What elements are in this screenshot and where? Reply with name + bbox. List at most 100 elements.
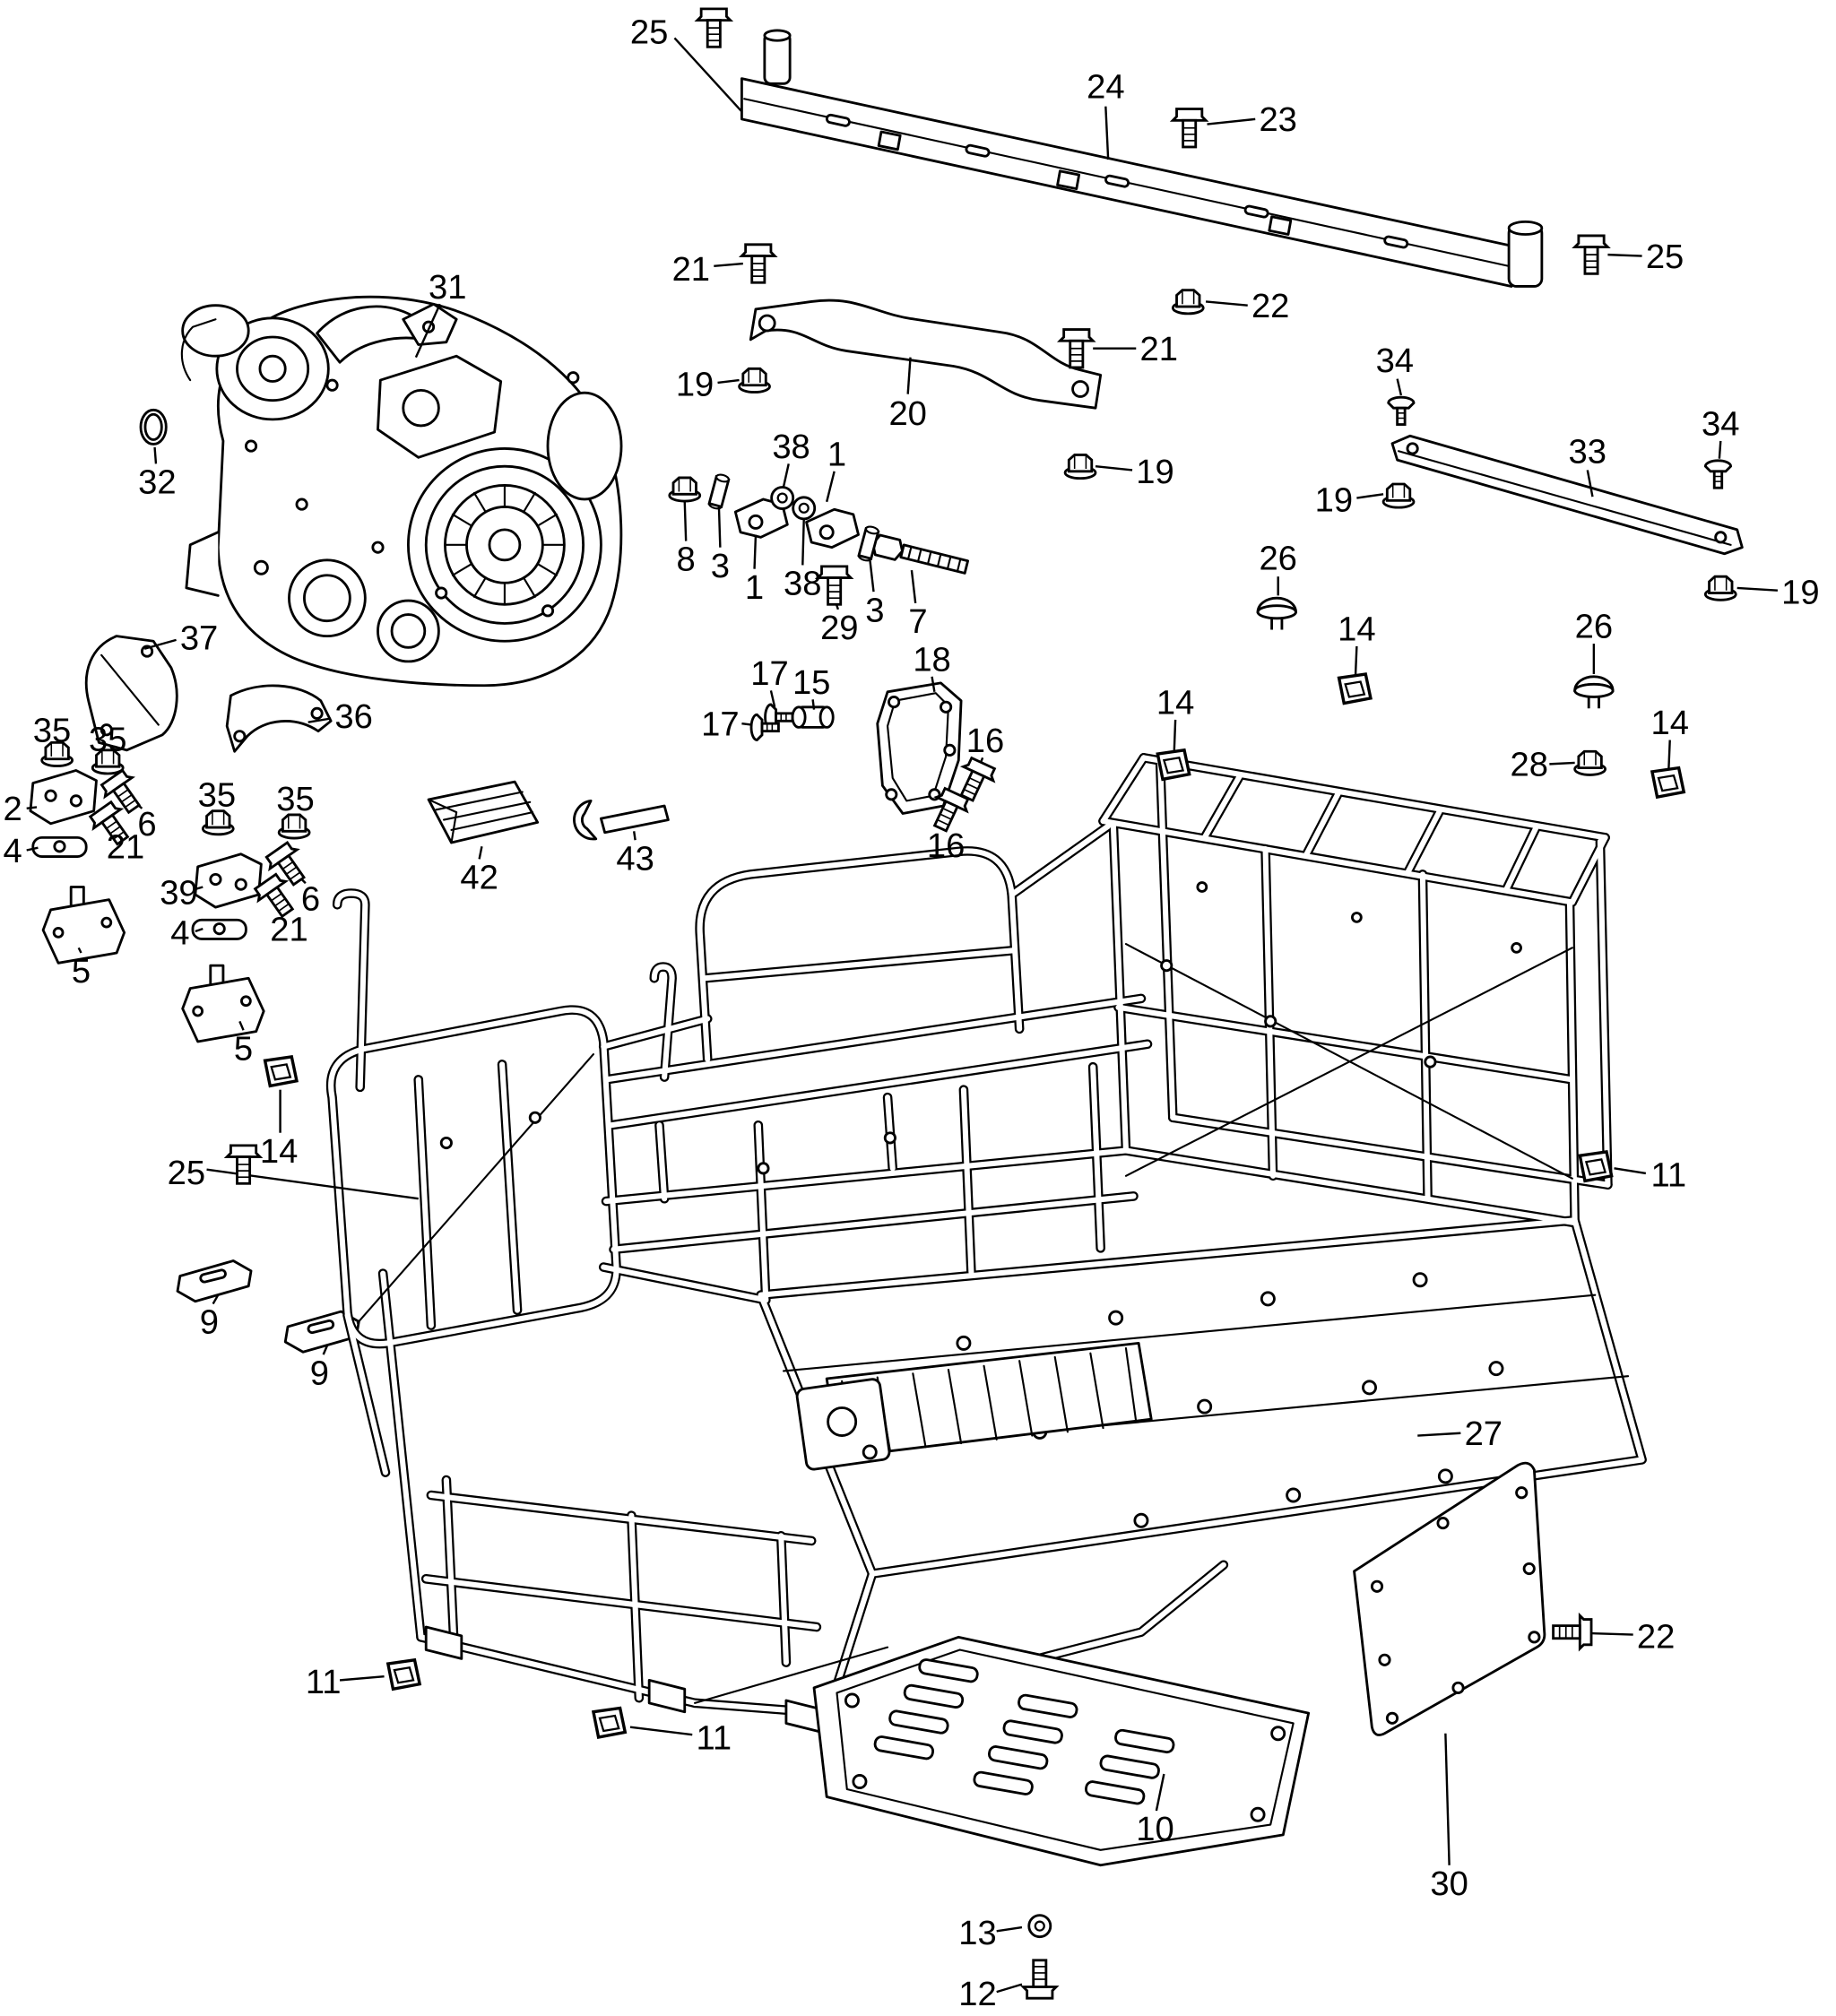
art-shape — [899, 543, 970, 575]
art-shape — [240, 995, 252, 1008]
art-shape — [199, 1268, 227, 1284]
nut-icon — [668, 476, 702, 503]
part-number-33: 33 — [1569, 433, 1606, 472]
art-shape — [325, 378, 339, 392]
leader-line — [1417, 1432, 1461, 1437]
art-shape — [310, 706, 324, 720]
leader-line — [1549, 761, 1575, 766]
frame-tube-core — [1170, 1114, 1611, 1188]
art-shape — [757, 1162, 770, 1175]
washer-icon — [770, 486, 795, 510]
bracket-36 — [225, 684, 333, 753]
frame-tube-core — [380, 1270, 424, 1640]
art-shape — [758, 314, 776, 333]
leader-line — [1590, 1631, 1633, 1636]
art-shape — [52, 927, 65, 939]
art-shape — [402, 388, 440, 428]
part-number-30: 30 — [1430, 1865, 1468, 1903]
art-shape — [44, 789, 57, 802]
cross-brace-art — [749, 299, 1103, 410]
leader-line — [26, 846, 39, 852]
leader-line — [717, 378, 740, 385]
fan-spokes — [444, 484, 566, 606]
art-shape — [1124, 943, 1573, 1180]
pad-icon — [1578, 1150, 1614, 1183]
art-shape — [1197, 1398, 1213, 1415]
part-number-34: 34 — [1376, 342, 1414, 380]
art-shape — [303, 574, 351, 623]
art-shape — [1397, 450, 1732, 546]
bracket-9a — [176, 1259, 253, 1303]
leader-line — [339, 1674, 385, 1682]
art-shape — [1353, 1461, 1546, 1736]
part-number-31: 31 — [429, 268, 466, 307]
cap-icon — [1256, 596, 1297, 631]
part-number-36: 36 — [334, 697, 372, 736]
part-number-14: 14 — [1338, 610, 1375, 649]
leader-line — [1586, 470, 1594, 498]
part-number-3: 3 — [711, 547, 730, 585]
frame-tube-core — [334, 890, 368, 1090]
frame-tube-core — [423, 1576, 819, 1631]
leader-line — [931, 676, 936, 693]
leader-line — [1205, 300, 1248, 307]
bolt-icon — [696, 7, 732, 48]
art-shape — [1528, 1631, 1541, 1644]
art-shape — [390, 613, 427, 649]
frame-tube-core — [328, 1007, 619, 1347]
frame-tube-core — [1090, 1064, 1104, 1251]
frame-tube-core — [499, 1061, 521, 1313]
frame-tube-core — [443, 1477, 457, 1646]
part-number-19: 19 — [1315, 480, 1353, 519]
part-number-4: 4 — [4, 832, 22, 870]
leader-line — [906, 357, 912, 394]
art-shape — [295, 498, 308, 511]
part-number-43: 43 — [616, 839, 654, 878]
leader-line — [1614, 1167, 1647, 1175]
art-shape — [1268, 215, 1293, 236]
art-shape — [903, 1683, 965, 1709]
part-number-21: 21 — [672, 250, 710, 289]
part-number-11: 11 — [696, 1718, 732, 1757]
art-shape — [1390, 434, 1744, 556]
spacer-icon — [856, 523, 881, 564]
art-shape — [307, 1319, 335, 1335]
art-shape — [100, 916, 113, 929]
tool-kit-art — [427, 780, 670, 844]
art-shape — [1286, 1487, 1302, 1503]
part-number-37: 37 — [180, 619, 218, 657]
part-number-1: 1 — [827, 435, 846, 473]
washer-icon — [792, 496, 817, 521]
leader-line — [996, 1983, 1023, 1994]
art-shape — [749, 299, 1103, 410]
art-shape — [541, 604, 555, 618]
art-shape — [1108, 1310, 1124, 1326]
part-number-26: 26 — [1575, 608, 1613, 646]
art-shape — [69, 794, 82, 808]
art-shape — [234, 878, 247, 891]
left-brackets-art — [29, 635, 360, 1354]
bolt-icon — [1058, 328, 1095, 369]
part-number-1: 1 — [745, 568, 764, 607]
art-shape — [1383, 235, 1409, 249]
art-shape — [852, 1774, 868, 1789]
art-shape — [435, 586, 448, 600]
art-shape — [827, 1406, 858, 1437]
part-number-19: 19 — [1136, 453, 1173, 491]
long-bolt-7 — [871, 533, 970, 575]
part-number-35: 35 — [89, 720, 126, 758]
top-rail-art — [740, 29, 1544, 288]
art-shape — [1378, 1653, 1391, 1666]
intake-stack — [181, 304, 250, 358]
art-shape — [1412, 1272, 1428, 1288]
leader-line — [1104, 106, 1110, 160]
art-shape — [233, 730, 247, 743]
access-panel-art — [1353, 1461, 1546, 1736]
part-number-8: 8 — [677, 541, 696, 579]
frame-tube-core — [1303, 789, 1342, 859]
leader-line — [1396, 378, 1403, 396]
leader-line — [1667, 740, 1671, 771]
cap-icon — [1573, 675, 1615, 710]
frame-tube-core — [1503, 823, 1540, 893]
bolt-icon — [1021, 1959, 1058, 2000]
